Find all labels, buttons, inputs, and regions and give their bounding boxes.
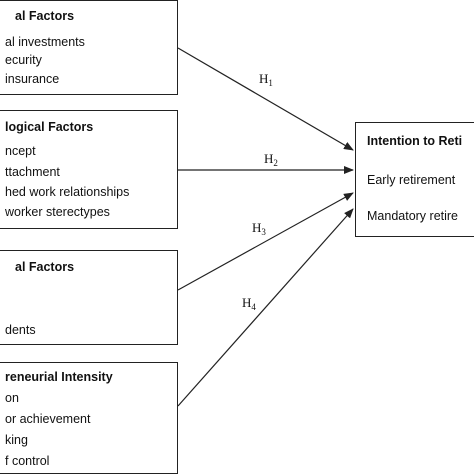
factor-4-item-4: f control — [5, 454, 50, 468]
factor-2-item-3: hed work relationships — [5, 185, 130, 199]
arrow-h4 — [177, 208, 354, 407]
factor-4-item-2: or achievement — [5, 412, 91, 426]
h3-label: H3 — [252, 220, 266, 237]
factor-4-item-1: on — [5, 391, 19, 405]
outcome-item-early-retirement: Early retirement — [367, 173, 456, 187]
factor-1-item-1: al investments — [5, 35, 85, 49]
h1-label: H1 — [259, 71, 273, 88]
factor-box-4: reneurial Intensity on or achievement ki… — [0, 362, 178, 474]
factor-4-title: reneurial Intensity — [5, 370, 113, 384]
factor-box-3: al Factors dents — [0, 250, 178, 345]
outcome-box: Intention to Reti Early retirement Manda… — [355, 122, 474, 237]
factor-1-title: al Factors — [15, 9, 75, 23]
factor-4-item-3: king — [5, 433, 28, 447]
arrow-h3 — [177, 192, 354, 291]
factor-3-title: al Factors — [15, 260, 75, 274]
factor-box-2: logical Factors ncept ttachment hed work… — [0, 110, 178, 229]
factor-2-item-1: ncept — [5, 144, 36, 158]
arrow-h1 — [177, 47, 354, 151]
factor-2-item-2: ttachment — [5, 165, 60, 179]
outcome-title: Intention to Reti — [367, 134, 463, 148]
factor-box-1: al Factors al investments ecurity insura… — [0, 0, 178, 95]
outcome-item-mandatory-retirement: Mandatory retire — [367, 209, 459, 223]
h4-label: H4 — [242, 295, 256, 312]
factor-1-item-2: ecurity — [5, 53, 42, 67]
factor-3-item-3: dents — [5, 323, 36, 337]
factor-2-item-4: worker sterectypes — [5, 205, 110, 219]
h2-label: H2 — [264, 151, 278, 168]
factor-1-item-3: insurance — [5, 72, 60, 86]
factor-2-title: logical Factors — [5, 120, 94, 134]
